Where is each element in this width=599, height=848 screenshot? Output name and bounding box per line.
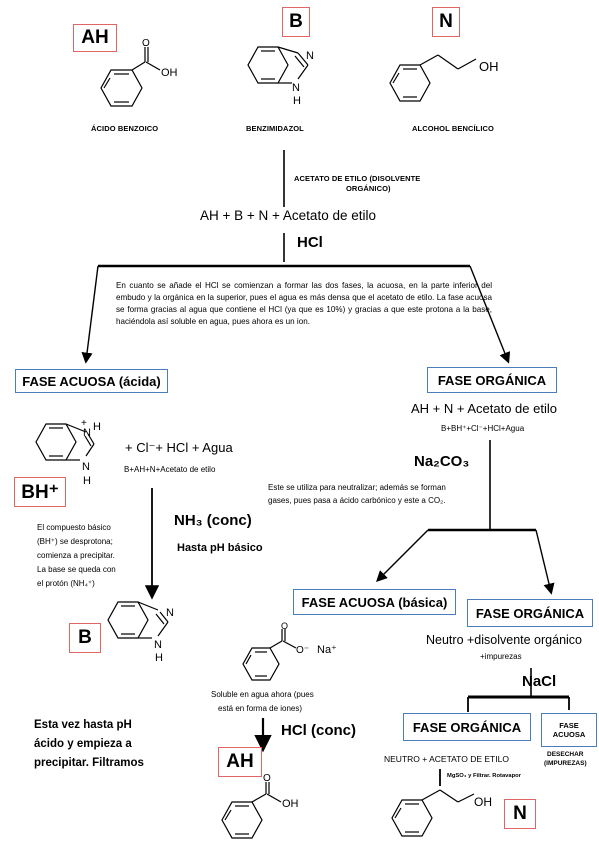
left-equation: + Cl⁻+ HCl + Agua	[125, 440, 233, 455]
arrow-acuosa-basica	[376, 529, 429, 582]
atom-oh: OH	[474, 795, 492, 809]
phase-acuosa-small-line2: ACUOSA	[552, 730, 586, 739]
note-soluble-2: está en forma de iones)	[218, 704, 303, 713]
reagent-nh3: NH₃ (conc)	[174, 512, 252, 529]
solvent-note-line1: ACETATO DE ETILO (DISOLVENTE	[294, 174, 421, 183]
phase-organica-3: FASE ORGÁNICA	[403, 713, 531, 741]
impurezas-note: +impurezas	[480, 652, 522, 661]
right-equation-sub: B+BH⁺+Cl⁻+HCl+Agua	[441, 424, 525, 433]
atom-h: H	[83, 475, 91, 487]
label-n-top: N	[432, 7, 460, 37]
note-soluble-1: Soluble en agua ahora (pues	[211, 690, 314, 699]
note-compuesto-basico-2: (BH⁺) se desprotona;	[37, 537, 113, 546]
note-compuesto-basico-4: La base se queda con	[37, 565, 116, 574]
mixture-equation: AH + B + N + Acetato de etilo	[200, 208, 376, 223]
benzoic-acid-product-structure: O OH	[221, 773, 299, 839]
note-compuesto-basico-1: El compuesto básico	[37, 523, 111, 532]
phase-organica-1: FASE ORGÁNICA	[427, 367, 557, 393]
label-bh-plus: BH⁺	[14, 477, 66, 507]
phase-organica-2: FASE ORGÁNICA	[467, 599, 593, 627]
benzyl-alcohol-product-structure: OH	[391, 789, 492, 837]
atom-o: O	[281, 621, 288, 631]
atom-na: Na⁺	[317, 644, 337, 656]
note-mgso4: MgSO₄ y Filtrar. Rotavapor	[447, 773, 521, 779]
arrow-left-branch	[81, 265, 99, 364]
atom-h: H	[293, 95, 301, 107]
atom-n: N	[292, 82, 300, 94]
benzimidazole-structure: N N H	[247, 46, 314, 107]
benzoic-acid-structure: O OH	[100, 38, 178, 107]
phase-acuosa-small: FASE ACUOSA	[541, 713, 597, 747]
reagent-hcl-conc: HCl (conc)	[281, 722, 356, 739]
atom-n: N	[306, 50, 314, 62]
label-b-mid: B	[69, 623, 101, 653]
atom-h: H	[155, 652, 163, 664]
label-ah-top: AH	[73, 24, 117, 52]
note-esta-vez-3: precipitar. Filtramos	[34, 757, 144, 769]
left-equation-sub: B+AH+N+Acetato de etilo	[124, 465, 216, 474]
benzimidazolium-structure: N + H N H	[35, 418, 101, 487]
solvent-note-line2: ORGÁNICO)	[346, 184, 391, 193]
note-compuesto-basico-5: el protón (NH₄⁺)	[37, 579, 95, 588]
desechar-1: DESECHAR	[547, 751, 584, 758]
phase-acuosa-small-line1: FASE	[559, 721, 579, 730]
atom-oh: OH	[282, 798, 299, 810]
explanation-paragraph: En cuanto se añade el HCl se comienzan a…	[116, 281, 492, 326]
sodium-benzoate-structure: O O⁻ Na⁺	[242, 621, 337, 681]
label-b-top: B	[282, 7, 310, 37]
atom-n: N	[166, 607, 174, 619]
benzyl-alcohol-structure: OH	[389, 54, 499, 102]
neutro-acetato: NEUTRO + ACETATO DE ETILO	[384, 754, 509, 764]
note-neutralizar-1: Este se utiliza para neutralizar; además…	[268, 483, 446, 492]
neutro-disolvente: Neutro +disolvente orgánico	[426, 633, 582, 647]
atom-o: O	[142, 38, 150, 49]
atom-n: N	[83, 427, 91, 439]
caption-benzimidazol: BENZIMIDAZOL	[246, 124, 304, 133]
label-n-bottom: N	[504, 799, 536, 829]
right-equation: AH + N + Acetato de etilo	[411, 401, 557, 416]
benzimidazole-product-structure: N N H	[107, 601, 174, 664]
note-neutralizar-2: gases, pues pasa a ácido carbónico y est…	[268, 496, 446, 505]
phase-acuosa-acida: FASE ACUOSA (ácida)	[15, 369, 168, 393]
caption-acido-benzoico: ÁCIDO BENZOICO	[91, 124, 159, 133]
note-esta-vez-2: ácido y empieza a	[34, 738, 132, 750]
note-hasta-ph-basico: Hasta pH básico	[177, 542, 263, 554]
caption-alcohol-bencilico: ALCOHOL BENCÍLICO	[412, 124, 494, 133]
desechar-2: (IMPUREZAS)	[544, 760, 587, 767]
atom-oh: OH	[161, 67, 178, 79]
phase-acuosa-basica: FASE ACUOSA (básica)	[293, 589, 456, 615]
reagent-na2co3: Na₂CO₃	[414, 453, 470, 470]
atom-oh: OH	[479, 59, 499, 74]
reagent-hcl: HCl	[297, 234, 323, 251]
atom-n: N	[154, 639, 162, 651]
charge-plus: +	[81, 418, 87, 429]
label-ah-bottom: AH	[218, 747, 262, 777]
atom-n: N	[82, 461, 90, 473]
arrow-right-branch	[469, 265, 511, 364]
atom-o-minus: O⁻	[296, 645, 309, 656]
note-compuesto-basico-3: comienza a precipitar.	[37, 551, 115, 560]
reagent-nacl: NaCl	[522, 673, 557, 690]
arrow-organica-2	[535, 529, 555, 595]
note-esta-vez-1: Esta vez hasta pH	[34, 719, 132, 731]
atom-h: H	[93, 421, 101, 433]
atom-o: O	[263, 773, 271, 784]
